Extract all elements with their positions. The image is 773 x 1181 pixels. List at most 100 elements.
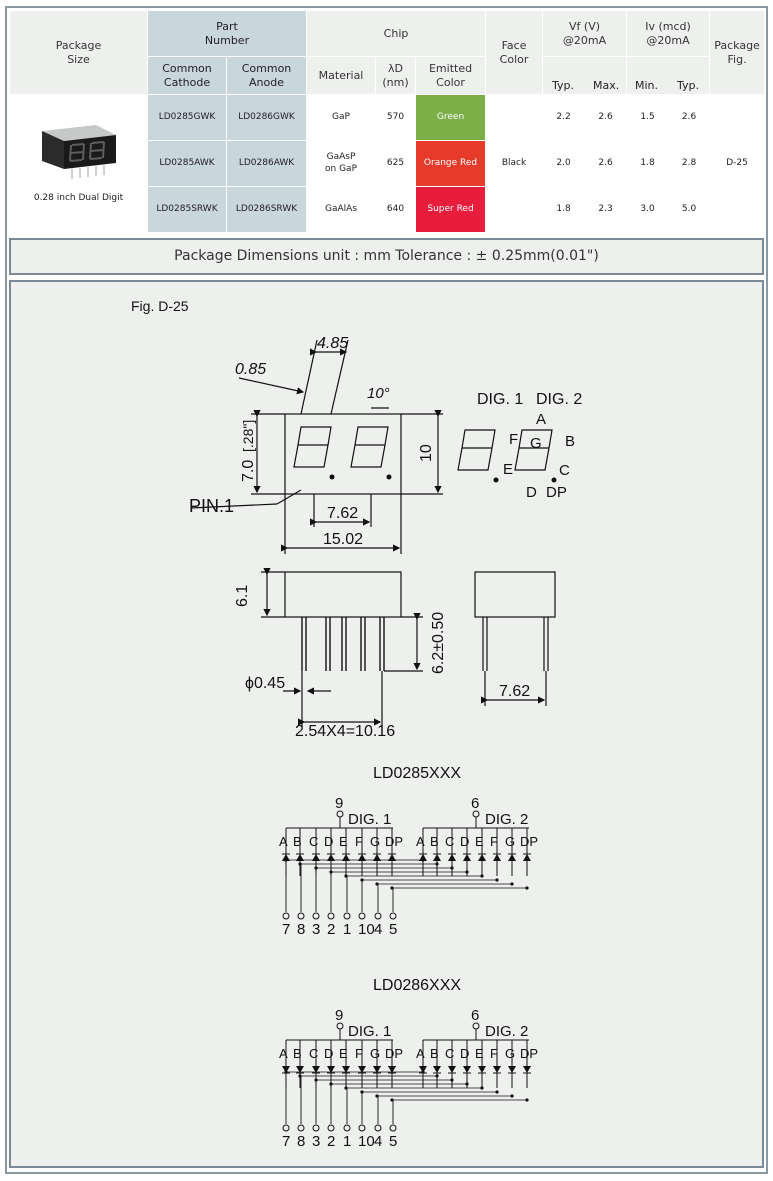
seg-label-dp: DP xyxy=(520,1046,538,1061)
vf-typ-2: 2.0 xyxy=(542,140,586,187)
header-face-color: Face Color xyxy=(485,10,544,95)
led-diode xyxy=(342,1066,350,1073)
iv-typ-3: 5.0 xyxy=(668,186,711,233)
dim-62: 6.2±0.50 xyxy=(430,612,447,674)
cc-part-3: LD0285SRWK xyxy=(147,186,227,233)
pin-node xyxy=(358,912,366,920)
schem-dig1-label: DIG. 1 xyxy=(348,811,391,828)
led-diode xyxy=(448,1066,456,1073)
ca-part-3: LD0286SRWK xyxy=(225,186,308,233)
vf-max-3: 2.3 xyxy=(584,186,628,233)
package-dimensions-bar: Package Dimensions unit : mm Tolerance :… xyxy=(9,238,764,275)
seg-c-label: C xyxy=(559,462,570,479)
led-diode xyxy=(493,1066,501,1073)
package-fig-value: D-25 xyxy=(709,94,766,233)
side-view-body xyxy=(284,571,402,618)
vf-max-1: 2.6 xyxy=(584,94,628,141)
seg-label-a: A xyxy=(279,834,288,849)
ca-part-2: LD0286AWK xyxy=(225,140,308,187)
seg-label-f: F xyxy=(490,834,498,849)
pin-number-2: 2 xyxy=(327,1133,335,1150)
dim-28in: [.28"] xyxy=(240,420,256,452)
iv-min-2: 1.8 xyxy=(626,140,670,187)
common-pin-9: 9 xyxy=(335,1007,343,1024)
iv-typ-2: 2.8 xyxy=(668,140,711,187)
dim-1502: 15.02 xyxy=(323,531,363,548)
dim-pitch: 2.54X4=10.16 xyxy=(295,723,395,740)
spec-panel xyxy=(5,6,768,1174)
led-diode xyxy=(478,854,486,861)
seg-label-c: C xyxy=(309,834,318,849)
seg-label-a: A xyxy=(279,1046,288,1061)
dim-10: 10 xyxy=(418,444,435,462)
seg-label-g: G xyxy=(505,834,515,849)
pin-node xyxy=(297,912,305,920)
led-diode xyxy=(419,854,427,861)
seg-label-b: B xyxy=(293,1046,302,1061)
pin-number-7: 7 xyxy=(282,921,290,938)
dim-70: 7.0 xyxy=(240,460,257,482)
dim-61: 6.1 xyxy=(234,585,251,607)
common-pin-6: 6 xyxy=(471,1007,479,1024)
led-diode xyxy=(342,854,350,861)
common-pin-6: 6 xyxy=(471,795,479,812)
seg-label-f: F xyxy=(490,1046,498,1061)
pin-number-3: 3 xyxy=(312,1133,320,1150)
seg-label-a: A xyxy=(416,834,425,849)
header-material: Material xyxy=(306,56,377,95)
nm-3: 640 xyxy=(375,186,417,233)
seg-b-label: B xyxy=(565,433,575,450)
seg-dp-label: DP xyxy=(546,484,567,501)
led-diode xyxy=(419,1066,427,1073)
seg-label-b: B xyxy=(293,834,302,849)
nm-2: 625 xyxy=(375,140,417,187)
pin-node xyxy=(312,912,320,920)
led-diode xyxy=(312,854,320,861)
package-photo xyxy=(41,124,116,179)
led-diode xyxy=(523,854,531,861)
seg-label-c: C xyxy=(309,1046,318,1061)
header-chip: Chip xyxy=(306,10,487,57)
seg-label-dp: DP xyxy=(385,834,403,849)
header-common-anode: Common Anode xyxy=(225,56,308,95)
common-pin-9: 9 xyxy=(335,795,343,812)
pin-node xyxy=(327,912,335,920)
seg-label-a: A xyxy=(416,1046,425,1061)
pin-node xyxy=(312,1124,320,1132)
nm-1: 570 xyxy=(375,94,417,141)
seg-label-d: D xyxy=(460,1046,469,1061)
seg-a-label: A xyxy=(536,411,546,428)
seg-label-e: E xyxy=(339,834,348,849)
header-emitted-color: Emitted Color xyxy=(415,56,487,95)
led-diode xyxy=(373,854,381,861)
led-diode xyxy=(296,854,304,861)
ca-schematic-title: LD0286XXX xyxy=(373,977,461,994)
spec-table: Package Size Part Number Chip Face Color… xyxy=(9,10,766,233)
seg-label-e: E xyxy=(339,1046,348,1061)
pin-number-3: 3 xyxy=(312,921,320,938)
dim-762-end: 7.62 xyxy=(499,683,530,700)
seg-d-label: D xyxy=(526,484,537,501)
face-color-value: Black xyxy=(485,94,544,233)
pin-node xyxy=(282,912,290,920)
pin-node xyxy=(327,1124,335,1132)
pin-node xyxy=(358,1124,366,1132)
cc-part-2: LD0285AWK xyxy=(147,140,227,187)
end-view-body xyxy=(474,571,556,618)
led-diode xyxy=(327,854,335,861)
color-1: Green xyxy=(415,94,487,141)
vf-typ-3: 1.8 xyxy=(542,186,586,233)
seg-label-f: F xyxy=(355,834,363,849)
header-iv: Iv (mcd) @20mA xyxy=(626,10,711,57)
seg-label-d: D xyxy=(324,1046,333,1061)
seg-label-g: G xyxy=(505,1046,515,1061)
dig1-label: DIG. 1 xyxy=(477,391,523,408)
pin-number-1: 1 xyxy=(343,1133,351,1150)
schem-dig2-label: DIG. 2 xyxy=(485,811,528,828)
led-diode xyxy=(463,1066,471,1073)
header-package-size: Package Size xyxy=(9,10,148,95)
led-diode xyxy=(388,1066,396,1073)
seg-label-e: E xyxy=(475,1046,484,1061)
led-diode xyxy=(478,1066,486,1073)
pin-number-4: 4 xyxy=(374,921,382,938)
